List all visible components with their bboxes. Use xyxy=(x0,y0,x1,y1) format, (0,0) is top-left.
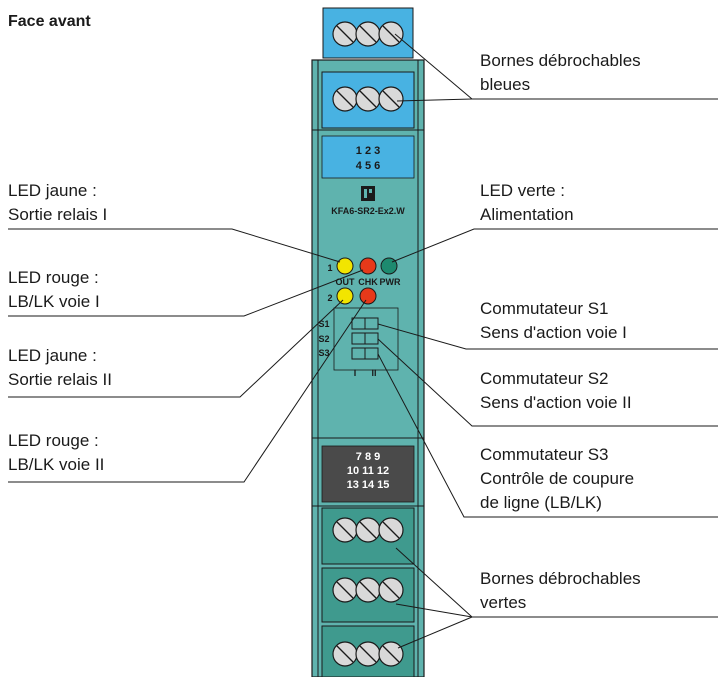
switch-s3[interactable] xyxy=(351,347,379,360)
switch-s1[interactable] xyxy=(351,317,379,330)
svg-text:bleues: bleues xyxy=(480,75,530,94)
led-yellow-out-1 xyxy=(336,257,354,275)
led-label-chk: CHK xyxy=(358,277,378,287)
svg-text:Commutateur S1: Commutateur S1 xyxy=(480,299,609,318)
callout-blue-terminals: Bornes débrochables bleues xyxy=(394,33,718,102)
switch-s2[interactable] xyxy=(351,332,379,345)
svg-text:Sens d'action voie II: Sens d'action voie II xyxy=(480,393,632,412)
callout-green-terminals: Bornes débrochables vertes xyxy=(395,547,718,649)
callout-led-yellow-2: LED jaune : Sortie relais II xyxy=(8,299,344,398)
svg-text:Bornes débrochables: Bornes débrochables xyxy=(480,51,641,70)
callout-switch-s3: Commutateur S3 Contrôle de coupure de li… xyxy=(377,353,718,518)
terminal-numbers-row-2: 4 5 6 xyxy=(356,160,380,172)
dark-number-panel xyxy=(321,445,415,503)
switch-panel xyxy=(333,307,399,371)
switch-channel-i: I xyxy=(354,368,357,378)
led-red-chk-2 xyxy=(359,287,377,305)
blue-number-window xyxy=(321,135,415,179)
device-body: 1 2 3 4 5 6 KFA6-SR2-Ex2.W 1 OUT CHK PWR… xyxy=(311,7,425,677)
led-green-pwr xyxy=(380,257,398,275)
svg-text:LED rouge :: LED rouge : xyxy=(8,268,99,287)
callout-switch-s2: Commutateur S2 Sens d'action voie II xyxy=(377,338,718,427)
svg-text:Alimentation: Alimentation xyxy=(480,205,574,224)
page-title: Face avant xyxy=(8,13,91,30)
led-yellow-out-2 xyxy=(336,287,354,305)
svg-text:Bornes débrochables: Bornes débrochables xyxy=(480,569,641,588)
switch-channel-ii: II xyxy=(371,368,376,378)
svg-text:Contrôle de coupure: Contrôle de coupure xyxy=(480,469,634,488)
svg-text:LED rouge :: LED rouge : xyxy=(8,431,99,450)
svg-text:LED verte :: LED verte : xyxy=(480,181,565,200)
callout-switch-s1: Commutateur S1 Sens d'action voie I xyxy=(377,299,718,350)
screws xyxy=(332,21,404,667)
led-label-out: OUT xyxy=(336,277,356,287)
svg-text:Commutateur S3: Commutateur S3 xyxy=(480,445,609,464)
switch-label-s2: S2 xyxy=(318,334,329,344)
led-label-pwr: PWR xyxy=(380,277,401,287)
svg-text:Sortie relais I: Sortie relais I xyxy=(8,205,107,224)
logo xyxy=(361,186,375,201)
terminal-numbers-row-1: 1 2 3 xyxy=(356,145,380,157)
terminal-numbers-row-5: 13 14 15 xyxy=(347,479,390,491)
svg-text:LB/LK voie II: LB/LK voie II xyxy=(8,455,104,474)
svg-text:vertes: vertes xyxy=(480,593,526,612)
svg-text:LB/LK voie I: LB/LK voie I xyxy=(8,292,100,311)
svg-text:Commutateur S2: Commutateur S2 xyxy=(480,369,609,388)
terminal-numbers-row-4: 10 11 12 xyxy=(347,465,389,477)
led-row-2-number: 2 xyxy=(327,293,332,303)
led-row-1-number: 1 xyxy=(327,263,332,273)
svg-text:LED jaune :: LED jaune : xyxy=(8,346,97,365)
callout-led-red-2: LED rouge : LB/LK voie II xyxy=(8,299,367,483)
callout-led-green: LED verte : Alimentation xyxy=(391,181,718,263)
led-red-chk-1 xyxy=(359,257,377,275)
switch-label-s1: S1 xyxy=(318,319,329,329)
svg-text:Sortie relais II: Sortie relais II xyxy=(8,370,112,389)
switch-label-s3: S3 xyxy=(318,348,329,358)
callout-led-yellow-1: LED jaune : Sortie relais I xyxy=(8,181,341,263)
svg-text:Sens d'action voie I: Sens d'action voie I xyxy=(480,323,627,342)
callout-led-red-1: LED rouge : LB/LK voie I xyxy=(8,268,364,317)
svg-text:LED jaune :: LED jaune : xyxy=(8,181,97,200)
svg-text:de ligne (LB/LK): de ligne (LB/LK) xyxy=(480,493,602,512)
terminal-numbers-row-3: 7 8 9 xyxy=(356,451,380,463)
model-label: KFA6-SR2-Ex2.W xyxy=(331,206,405,216)
